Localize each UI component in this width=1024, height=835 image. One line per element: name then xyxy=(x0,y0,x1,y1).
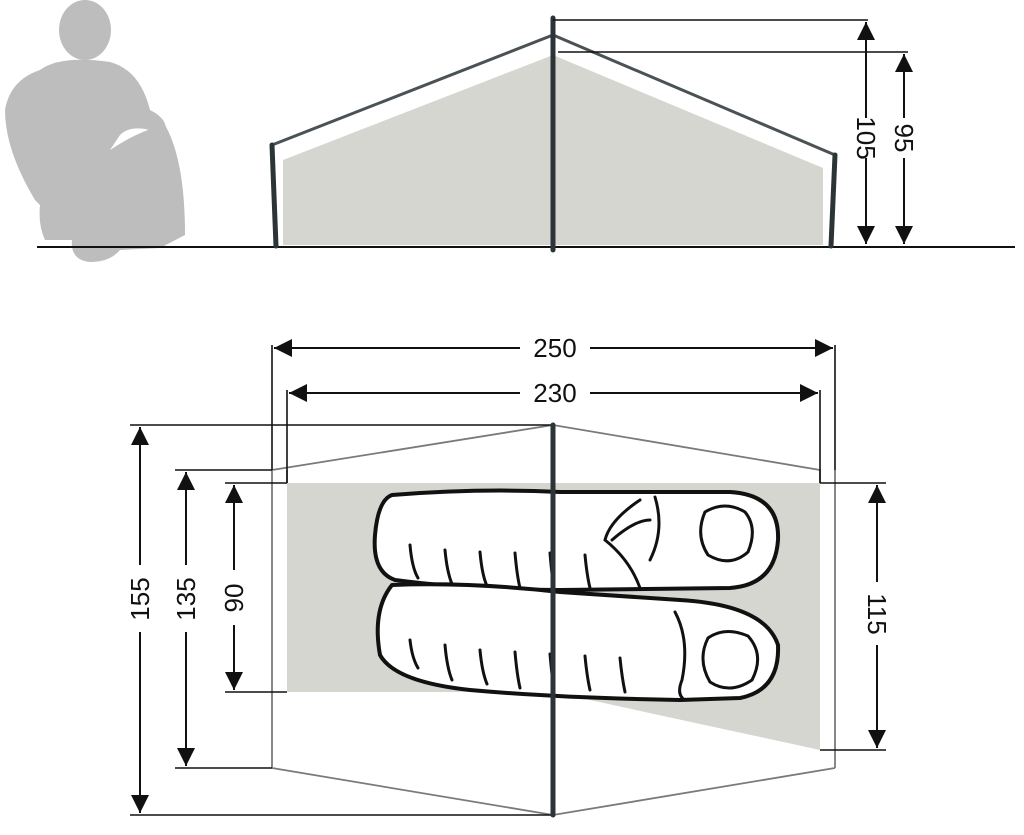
sleeping-bag-top xyxy=(372,488,781,592)
height-inner-label: 95 xyxy=(889,124,919,153)
floor-plan: 250 230 155 135 90 115 xyxy=(125,333,892,818)
width-inner-head-label: 90 xyxy=(219,584,249,613)
width-inner-foot-label: 115 xyxy=(862,593,892,634)
length-outer-label: 250 xyxy=(533,333,576,363)
person-silhouette-icon xyxy=(5,0,185,262)
side-view: 105 95 xyxy=(5,0,1015,262)
height-outer-label: 105 xyxy=(851,116,881,159)
width-outer-label: 155 xyxy=(125,577,155,620)
end-pole-right xyxy=(828,152,838,249)
end-pole-left xyxy=(269,142,279,249)
length-inner-label: 230 xyxy=(533,378,576,408)
width-vestibule-label: 135 xyxy=(171,577,201,620)
